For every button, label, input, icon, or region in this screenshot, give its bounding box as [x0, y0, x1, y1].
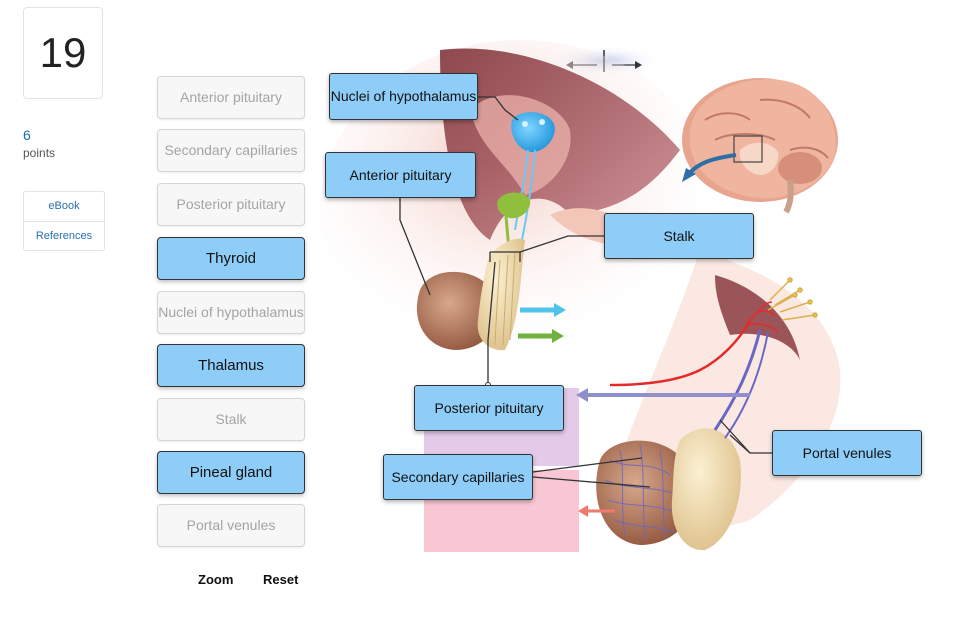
bank-label-secondary-capillaries[interactable]: Secondary capillaries [157, 129, 305, 172]
ebook-link[interactable]: eBook [48, 200, 80, 212]
bank-label-pineal-gland[interactable]: Pineal gland [157, 451, 305, 494]
placed-label-secondary-capillaries[interactable]: Secondary capillaries [383, 454, 533, 500]
anterior-pituitary-shape [416, 271, 498, 350]
zoom-button[interactable]: Zoom [198, 572, 234, 587]
placed-label-portal-venules[interactable]: Portal venules [772, 430, 922, 476]
artery-vessel [609, 319, 752, 387]
pituitary-diagram: Nuclei of hypothalamus Anterior pituitar… [320, 40, 960, 580]
secondary-capillary-network [604, 444, 683, 541]
references-link[interactable]: References [35, 230, 93, 242]
divider [24, 221, 104, 222]
bank-label-anterior-pituitary[interactable]: Anterior pituitary [157, 76, 305, 119]
placed-label-stalk[interactable]: Stalk [604, 213, 754, 259]
placed-label-posterior-pituitary[interactable]: Posterior pituitary [414, 385, 564, 431]
bank-label-nuclei-of-hypothalamus[interactable]: Nuclei of hypothalamus [157, 291, 305, 334]
reset-button[interactable]: Reset [263, 572, 299, 587]
placed-label-nuclei-of-hypothalamus[interactable]: Nuclei of hypothalamus [329, 73, 478, 120]
question-number-card: 19 [23, 7, 103, 99]
resource-links: eBook References [23, 191, 105, 251]
question-number: 19 [39, 29, 87, 76]
placed-label-anterior-pituitary[interactable]: Anterior pituitary [325, 152, 476, 198]
points-value: 6 [23, 127, 31, 143]
bank-label-thalamus[interactable]: Thalamus [157, 344, 305, 387]
leader-lines [399, 96, 773, 488]
bank-label-stalk[interactable]: Stalk [157, 398, 305, 441]
bank-label-posterior-pituitary[interactable]: Posterior pituitary [157, 183, 305, 226]
neurosecretory-terminals [767, 277, 818, 321]
bank-label-thyroid[interactable]: Thyroid [157, 237, 305, 280]
bank-label-portal-venules[interactable]: Portal venules [157, 504, 305, 547]
lower-posterior-pituitary [671, 428, 741, 551]
points-label: points [23, 146, 56, 160]
lower-anterior-pituitary [596, 440, 695, 545]
